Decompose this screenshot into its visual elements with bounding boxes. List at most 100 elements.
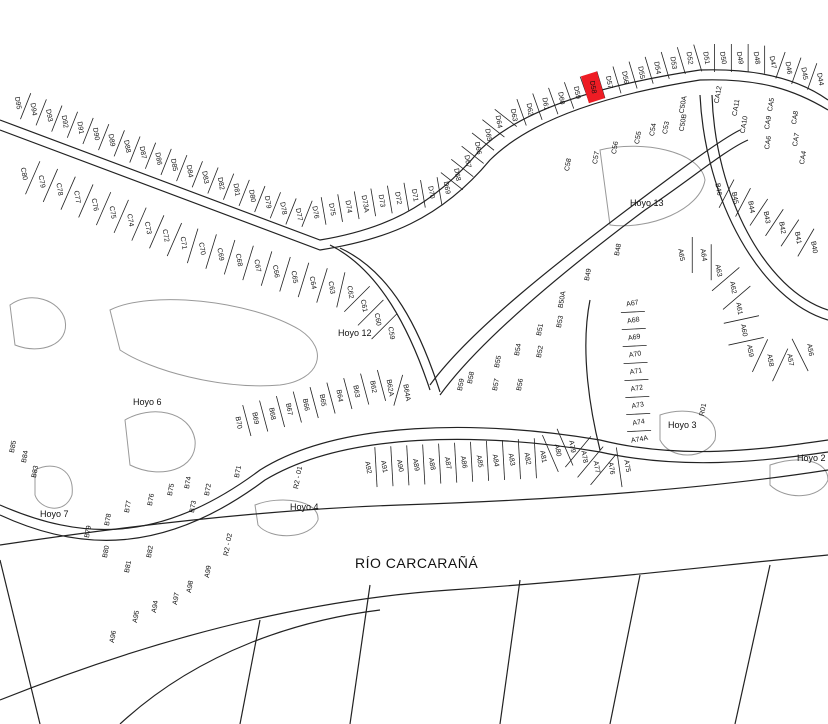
lot-label[interactable]: A85 <box>475 455 484 469</box>
lot-label[interactable]: B84 <box>21 450 30 464</box>
lot-label[interactable]: D92 <box>60 115 69 129</box>
lot-label[interactable]: B49 <box>584 268 593 282</box>
lot-label[interactable]: D61 <box>540 97 549 111</box>
lot-label[interactable]: B64A <box>401 384 411 402</box>
lot-label[interactable]: C80 <box>19 167 28 181</box>
lot-label[interactable]: C70 <box>197 242 206 256</box>
lot-label[interactable]: C66 <box>271 265 280 279</box>
lot-label[interactable]: A68 <box>627 316 641 325</box>
lot-label[interactable]: C64 <box>308 276 317 290</box>
lot-label[interactable]: C67 <box>252 259 261 273</box>
lot-label[interactable]: C60 <box>373 313 382 327</box>
lot-label[interactable]: D52 <box>684 51 693 65</box>
lot-label[interactable]: D74 <box>344 200 353 214</box>
lot-label[interactable]: D50 <box>718 51 727 65</box>
lot-label[interactable]: CA9 <box>764 115 773 130</box>
lot-label[interactable]: B56 <box>516 378 525 392</box>
lot-label[interactable]: C57 <box>592 151 601 165</box>
lot-label[interactable]: B51 <box>536 323 545 337</box>
lot-label[interactable]: B69 <box>250 412 259 426</box>
lot-label[interactable]: D56 <box>620 71 629 85</box>
lot-label[interactable]: A92 <box>363 461 372 475</box>
lot-label[interactable]: D58 <box>588 80 597 94</box>
lot-label[interactable]: B59 <box>457 378 466 392</box>
lot-label[interactable]: C71 <box>179 236 188 250</box>
lot-label[interactable]: A97 <box>172 592 181 606</box>
lot-label[interactable]: A59 <box>745 344 754 358</box>
lot-label[interactable]: D77 <box>294 208 303 222</box>
lot-label[interactable]: A74A <box>631 435 649 445</box>
lot-label[interactable]: C56 <box>611 141 620 155</box>
lot-label[interactable]: B81 <box>124 560 133 574</box>
lot-label[interactable]: A65 <box>676 248 685 262</box>
lot-label[interactable]: B68 <box>267 407 276 421</box>
lot-label[interactable]: B43 <box>762 211 771 225</box>
lot-label[interactable]: D44 <box>815 72 824 86</box>
lot-label[interactable]: D76 <box>310 205 319 219</box>
lot-label[interactable]: B41 <box>793 231 802 245</box>
lot-label[interactable]: C58 <box>564 158 573 172</box>
lot-label[interactable]: D73A <box>360 195 370 214</box>
lot-label[interactable]: D82 <box>216 177 225 191</box>
lot-label[interactable]: A91 <box>379 460 388 474</box>
lot-label[interactable]: B44 <box>746 200 755 214</box>
lot-label[interactable]: C72 <box>161 229 170 243</box>
lot-label[interactable]: D95 <box>13 96 22 110</box>
lot-label[interactable]: CA6 <box>764 135 773 150</box>
lot-label[interactable]: D69 <box>442 181 451 195</box>
lot-label[interactable]: B78 <box>104 513 113 527</box>
lot-label[interactable]: B79 <box>84 525 93 539</box>
lot-label[interactable]: B72 <box>204 483 213 497</box>
lot-label[interactable]: CA10 <box>740 115 750 134</box>
lot-label[interactable]: C53 <box>662 121 671 135</box>
lot-label[interactable]: C50A <box>679 95 689 114</box>
lot-label[interactable]: D47 <box>768 56 777 70</box>
lot-label[interactable]: A62 <box>728 281 737 295</box>
lot-label[interactable]: D68 <box>452 168 461 182</box>
lot-label[interactable]: C55 <box>634 131 643 145</box>
lot-label[interactable]: D49 <box>735 51 744 65</box>
lot-label[interactable]: A71 <box>629 367 643 376</box>
lot-label[interactable]: B62A <box>385 379 395 397</box>
lot-label[interactable]: A77 <box>592 460 601 474</box>
lot-label[interactable]: D94 <box>29 102 38 116</box>
lot-label[interactable]: D83 <box>200 171 209 185</box>
lot-label[interactable]: A74 <box>632 418 646 427</box>
lot-label[interactable]: A73 <box>631 401 645 410</box>
lot-label[interactable]: D79 <box>263 195 272 209</box>
lot-label[interactable]: B65 <box>318 394 327 408</box>
lot-label[interactable]: D87 <box>138 146 147 160</box>
lot-label[interactable]: A75 <box>622 459 631 473</box>
lot-label[interactable]: D84 <box>185 164 194 178</box>
lot-label[interactable]: B85 <box>9 440 18 454</box>
lot-label[interactable]: A58 <box>765 354 774 368</box>
lot-label[interactable]: D48 <box>752 51 761 65</box>
lot-label[interactable]: D91 <box>75 121 84 135</box>
lot-label[interactable]: C73 <box>143 221 152 235</box>
lot-label[interactable]: B52 <box>536 345 545 359</box>
lot-label[interactable]: B50A <box>558 290 568 308</box>
lot-label[interactable]: B46 <box>713 183 722 197</box>
lot-label[interactable]: B83 <box>31 465 40 479</box>
lot-label[interactable]: B82 <box>146 545 155 559</box>
lot-label[interactable]: D60 <box>556 91 565 105</box>
lot-label[interactable]: B45 <box>730 191 739 205</box>
lot-label[interactable]: D88 <box>122 140 131 154</box>
lot-label[interactable]: A60 <box>739 324 748 338</box>
lot-label[interactable]: B67 <box>284 403 293 417</box>
lot-label[interactable]: D89 <box>107 133 116 147</box>
lot-label[interactable]: CA11 <box>732 99 742 117</box>
lot-label[interactable]: C61 <box>359 299 368 313</box>
lot-label[interactable]: D90 <box>91 127 100 141</box>
lot-label[interactable]: D80 <box>247 189 256 203</box>
lot-label[interactable]: A88 <box>427 457 436 471</box>
lot-label[interactable]: A76 <box>606 462 615 476</box>
lot-label[interactable]: D57 <box>604 75 613 89</box>
lot-label[interactable]: D73 <box>377 194 386 208</box>
lot-label[interactable]: A81 <box>538 450 547 464</box>
lot-label[interactable]: B76 <box>147 493 156 507</box>
lot-label[interactable]: D59 <box>572 86 581 100</box>
lot-label[interactable]: A57 <box>785 353 794 367</box>
lot-label[interactable]: A64 <box>699 248 708 262</box>
lot-label[interactable]: D53 <box>668 56 677 70</box>
